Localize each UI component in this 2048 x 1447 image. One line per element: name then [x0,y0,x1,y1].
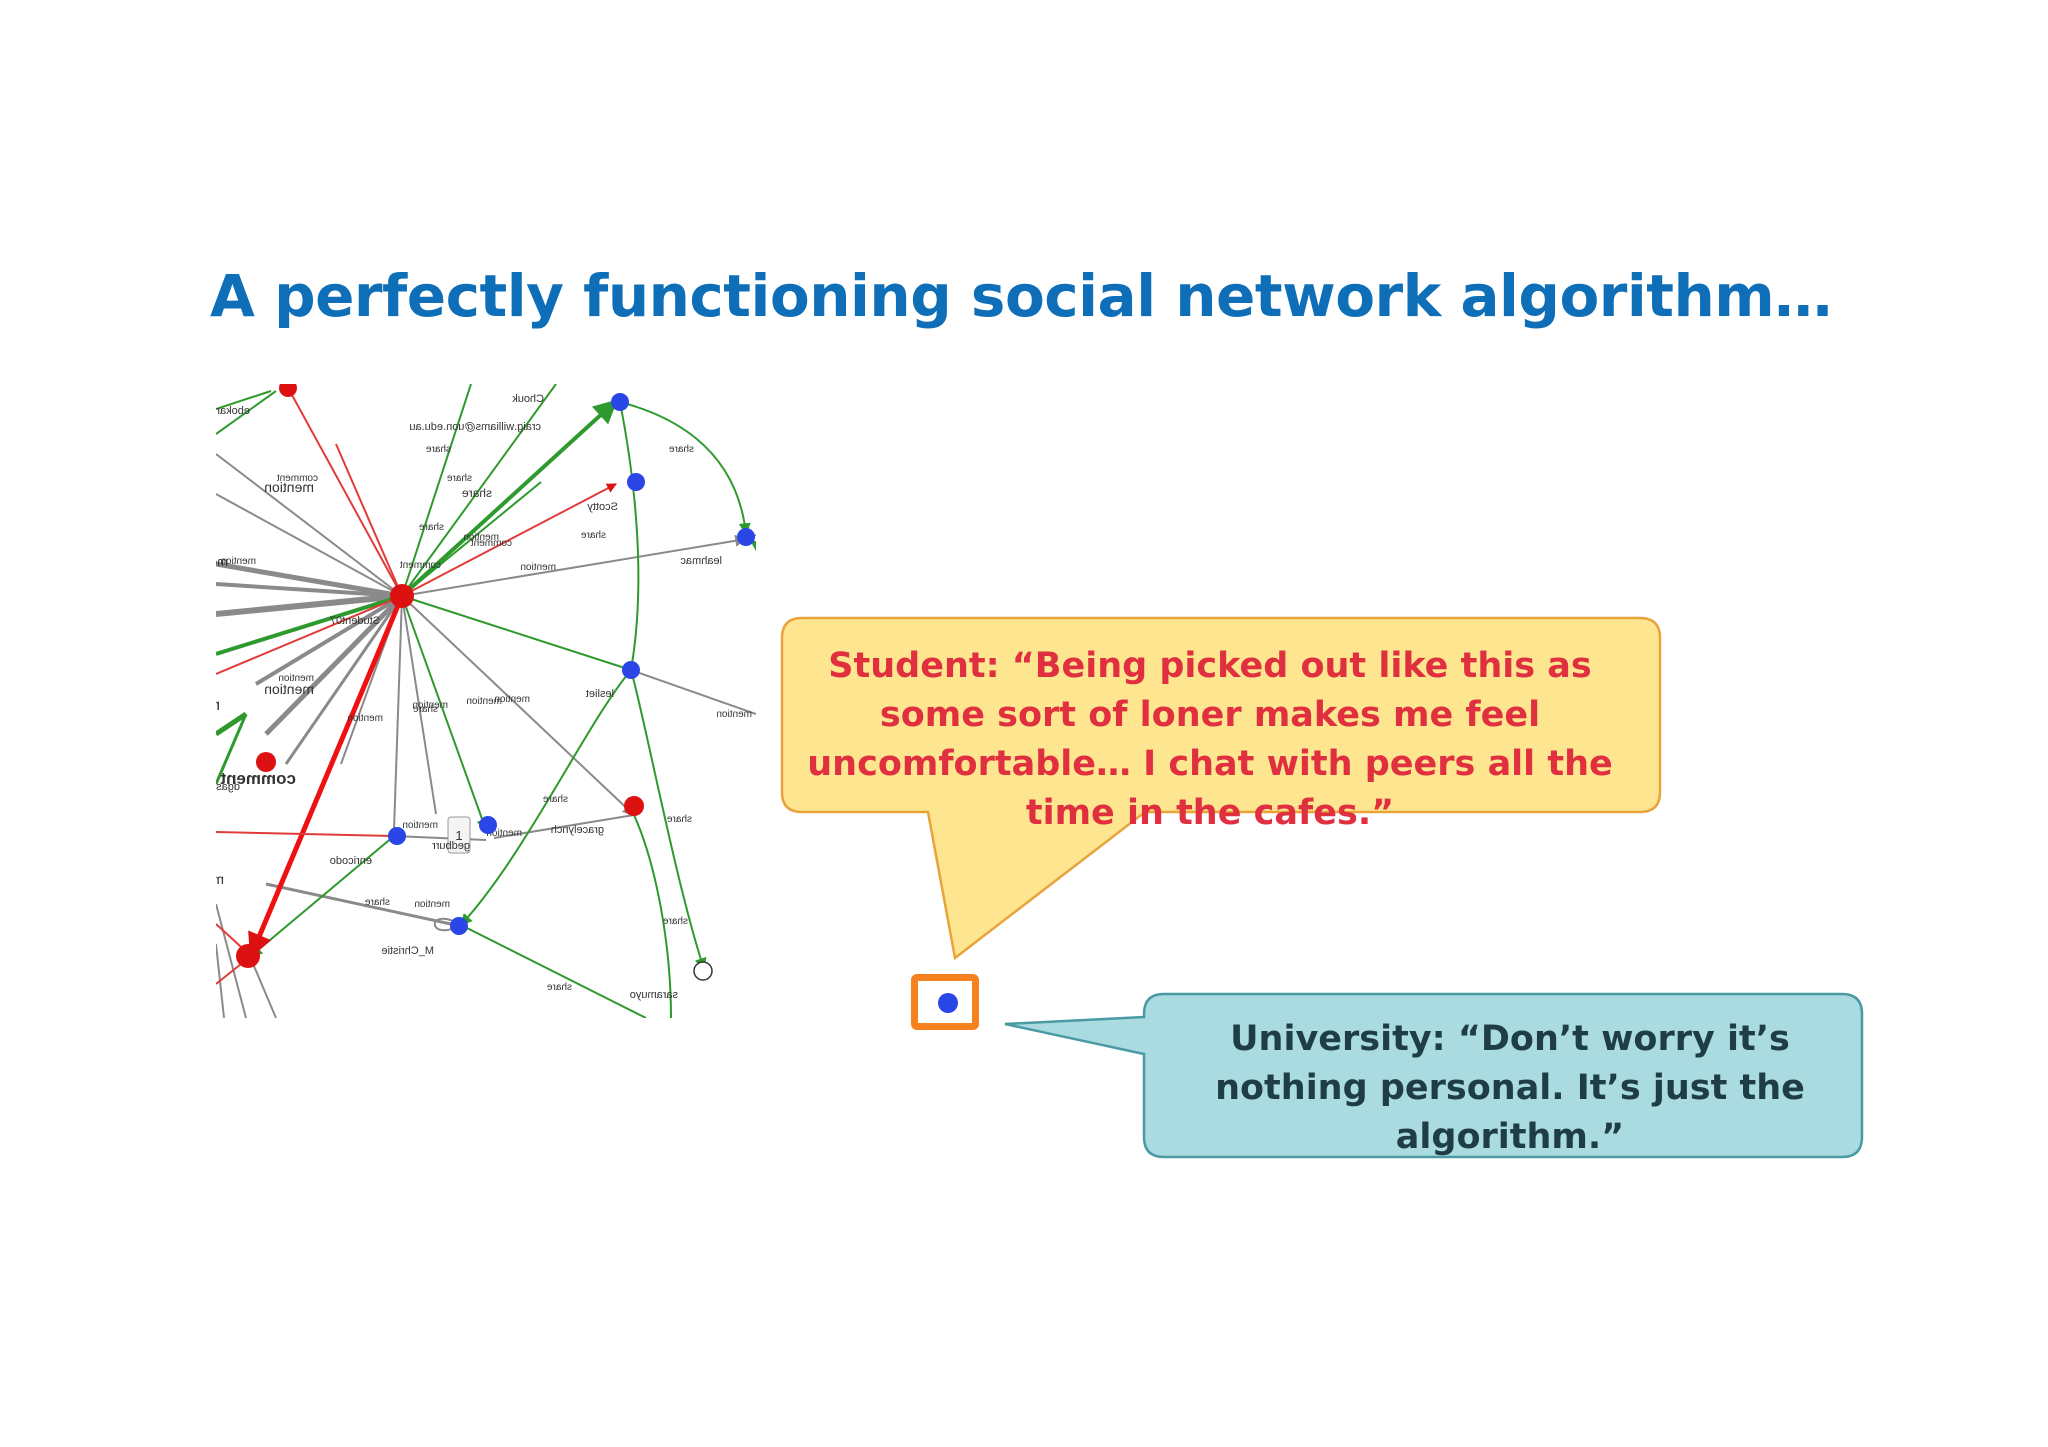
comment-edges [216,384,617,985]
central-node [624,796,644,816]
edge-label: comment [471,538,512,549]
edge-label: share [669,444,694,455]
network-node [737,528,755,546]
central-node [256,752,276,772]
central-node [390,584,414,608]
edge-label: share [462,486,492,500]
popup-box [447,816,471,854]
edge-label: comment [220,769,296,788]
isolated-node [938,993,958,1013]
network-node [627,473,645,491]
edge-label: mention [414,899,450,910]
edge-label: share [413,704,438,715]
node-label: Student07 [330,615,380,627]
university-bubble-shape [1004,992,1864,1159]
node-label: enricodo [330,855,372,867]
edge-label: mention [412,700,448,711]
central-node [279,384,297,397]
edge-label: share [426,444,451,455]
node-label: leahmac [680,555,722,567]
network-node [622,661,640,679]
edge-label: share [547,982,572,993]
node-label: gracelynch [551,824,604,836]
student-bubble-shape [780,616,1662,961]
central-node [236,944,260,968]
edge-labels: share comment mention mention mention co… [216,444,752,993]
network-graph: share comment mention mention mention co… [216,384,756,1018]
edge-label: mention [220,556,256,567]
edge-label: mention [264,681,314,697]
university-quote: University: “Don’t worry it’s nothing pe… [1215,1019,1805,1157]
edge-label: share [581,530,606,541]
node-label: ebokardoparde [216,405,250,417]
mention-edges [216,453,756,1018]
edge-label: share [667,814,692,825]
node-label: dgasevic [216,781,240,793]
edge-label: mention [216,697,220,714]
edge-label: share [365,897,390,908]
edge-label: mention [494,694,530,705]
edge-label: mention [402,820,438,831]
edge-label: share [419,522,444,533]
node-label: gedburr [432,840,470,852]
node-label: Chouk [512,393,544,405]
node-label: saramuyo [630,989,678,1001]
slide-title: A perfectly functioning social network a… [210,262,1832,330]
student-quote: Student: “Being picked out like this as … [807,646,1613,833]
network-node [388,827,406,845]
edge-label: mention [278,673,314,684]
node-label: lesliet [586,688,614,700]
node-labels: ebokardoparde Chouk craig.williams@uon.e… [216,393,722,1001]
edge-label: mention [216,871,224,887]
node-label: craig.williams@uon.edu.au [409,421,541,433]
edge-label: mention [463,532,499,543]
node-label: Scotty [587,501,618,513]
empty-node [693,961,713,981]
edge-label: mention [716,709,752,720]
network-node [479,816,497,834]
network-nodes: 1 [236,384,755,981]
edge-label: comment [277,473,318,484]
edge-label: mention [216,554,228,569]
edge-label: share [447,473,472,484]
edge-label: mention [264,479,314,495]
edge-label: mention [347,713,383,724]
edge-label: mention [520,562,556,573]
network-node [450,917,468,935]
edge-label: comment [400,560,441,571]
node-label: M_Christie [381,945,434,957]
edge-label: share [543,794,568,805]
popup-value: 1 [455,828,462,843]
share-edges [216,384,756,1018]
edge-label: mention [486,828,522,839]
network-node [611,393,629,411]
edge-label: mention [466,696,502,707]
edge-label: share [663,916,688,927]
